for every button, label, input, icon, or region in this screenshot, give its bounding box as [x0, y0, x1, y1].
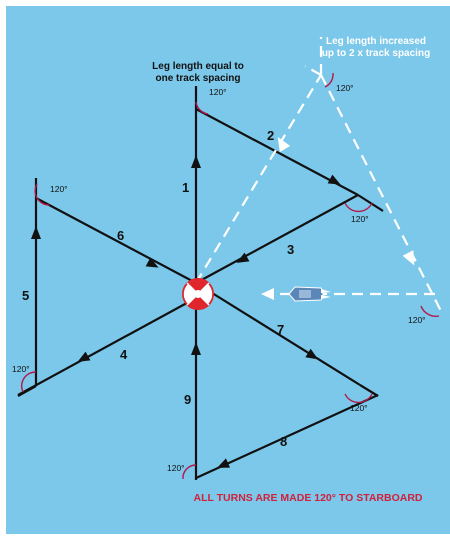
leg-label-7: 7 — [277, 322, 284, 337]
extended-track — [195, 37, 444, 316]
turn-arc-right — [344, 202, 373, 213]
diagram-frame: 1 2 3 4 5 6 7 8 9 120° 120° 120° 120° 12… — [3, 3, 450, 534]
angle-label-lower-right: 120° — [350, 403, 368, 413]
turn-overshoot — [17, 385, 37, 397]
arrow-leg-5 — [31, 226, 41, 239]
arrow-leg-6 — [145, 257, 159, 268]
turn-arc-extended-top — [324, 72, 334, 88]
sea-background — [6, 6, 450, 534]
leg-labels: 1 2 3 4 5 6 7 8 9 — [22, 128, 294, 449]
leg-4-line — [17, 297, 197, 396]
turn-arc-upper-left — [34, 183, 50, 206]
arrow-leg-4 — [77, 351, 91, 362]
leg-3-line — [195, 194, 359, 284]
leg-label-6: 6 — [117, 228, 124, 243]
extended-arrows — [261, 136, 415, 300]
turn-arc-lower-right — [344, 393, 373, 404]
leg-label-2: 2 — [267, 128, 274, 143]
arrow-leg-3 — [236, 252, 250, 263]
leg-equal-note-line2: one track spacing — [155, 73, 240, 84]
arrow-leg-9 — [191, 342, 201, 355]
turn-overshoot — [357, 194, 384, 212]
search-vessel-icon — [288, 286, 331, 302]
angle-label-top: 120° — [209, 87, 227, 97]
turn-arc-extended-right — [420, 305, 440, 317]
arrow-leg-8 — [217, 458, 231, 468]
arrow-leg-2 — [327, 174, 341, 185]
sector-search-diagram: 1 2 3 4 5 6 7 8 9 120° 120° 120° 120° 12… — [6, 6, 450, 534]
leg-7-line — [195, 282, 361, 386]
turn-angle-arcs — [20, 72, 440, 480]
arrow-leg-7 — [305, 348, 319, 360]
turn-arc-bottom — [182, 464, 197, 480]
arrow-leg-1 — [191, 155, 201, 168]
angle-label-bottom: 120° — [167, 463, 185, 473]
turn-arc-top — [195, 101, 209, 115]
direction-arrows — [31, 155, 341, 468]
leg-label-4: 4 — [120, 347, 128, 362]
extended-leg-across — [320, 74, 444, 316]
arrow-extended-return — [261, 288, 274, 300]
extended-turn-overshoot — [304, 65, 322, 76]
arrow-extended-across — [402, 250, 415, 266]
leg-label-1: 1 — [182, 180, 189, 195]
angle-label-extended-top: 120° — [336, 83, 354, 93]
track-pattern — [17, 86, 384, 480]
leg-increased-note-line1: Leg length increased — [326, 36, 426, 47]
leg-equal-note-line1: Leg length equal to — [152, 61, 244, 72]
leg-label-9: 9 — [184, 392, 191, 407]
leg-label-3: 3 — [287, 242, 294, 257]
leg-6-line — [35, 197, 197, 284]
extended-leg-out — [195, 74, 322, 284]
turn-overshoot — [359, 384, 379, 397]
lifebuoy-datum-icon — [182, 278, 214, 310]
angle-label-lower-left: 120° — [12, 364, 30, 374]
angle-label-right: 120° — [351, 214, 369, 224]
arrow-extended-out — [277, 136, 291, 153]
turn-arc-lower-left — [20, 371, 37, 393]
leg-label-5: 5 — [22, 288, 29, 303]
leg-increased-note-line2: up to 2 x track spacing — [322, 48, 430, 59]
leg-label-8: 8 — [280, 434, 287, 449]
annotations: Leg length equal to one track spacing Le… — [152, 36, 430, 504]
angle-label-upper-left: 120° — [50, 184, 68, 194]
angle-label-extended-right: 120° — [408, 315, 426, 325]
angle-labels: 120° 120° 120° 120° 120° 120° 120° 120° — [12, 83, 426, 473]
turn-direction-note: ALL TURNS ARE MADE 120° TO STARBOARD — [194, 492, 423, 504]
